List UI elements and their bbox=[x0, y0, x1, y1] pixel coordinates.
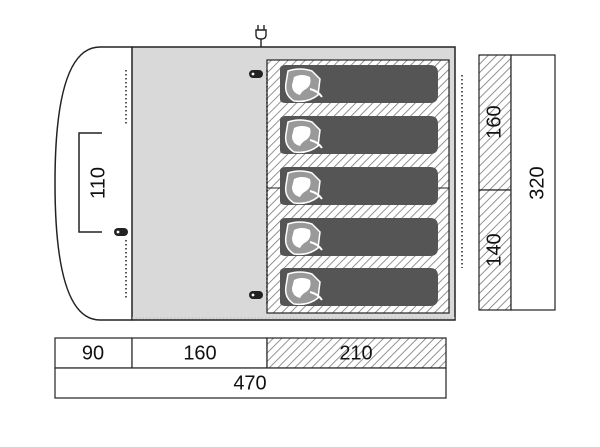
total-length-box bbox=[54, 367, 447, 399]
bedroom-toggle-icon-bottom bbox=[249, 291, 263, 299]
sleeping-bag-4 bbox=[279, 217, 439, 257]
door-bracket bbox=[78, 132, 102, 233]
vestibule-depth-box bbox=[54, 337, 133, 369]
bedroom-lower-width-label: 140 bbox=[483, 233, 505, 266]
power-plug-icon bbox=[255, 25, 267, 47]
bedroom-depth-box bbox=[266, 337, 447, 369]
sleeping-bag-5 bbox=[279, 267, 439, 307]
sleeping-bag-2 bbox=[279, 115, 439, 155]
door-width-label: 110 bbox=[87, 167, 109, 199]
bedroom-upper-width-label: 160 bbox=[483, 105, 505, 138]
door-toggle-dot bbox=[116, 230, 120, 234]
vestibule-depth-label: 90 bbox=[82, 342, 104, 364]
sleeping-bag-3 bbox=[279, 166, 439, 206]
living-area-depth-label: 160 bbox=[183, 342, 216, 364]
bedroom-toggle-icon-top bbox=[249, 70, 263, 78]
vestibule-outline bbox=[54, 46, 132, 321]
total-width-label: 320 bbox=[526, 166, 548, 199]
sleeping-bag-1 bbox=[279, 64, 439, 104]
width-dimension-box bbox=[510, 54, 556, 311]
living-depth-box bbox=[131, 337, 268, 369]
bedroom-depth-label: 210 bbox=[339, 342, 372, 364]
bedroom-lower-hatch bbox=[478, 189, 512, 311]
door-toggle-icon bbox=[114, 228, 128, 236]
total-length-label: 470 bbox=[233, 372, 266, 394]
